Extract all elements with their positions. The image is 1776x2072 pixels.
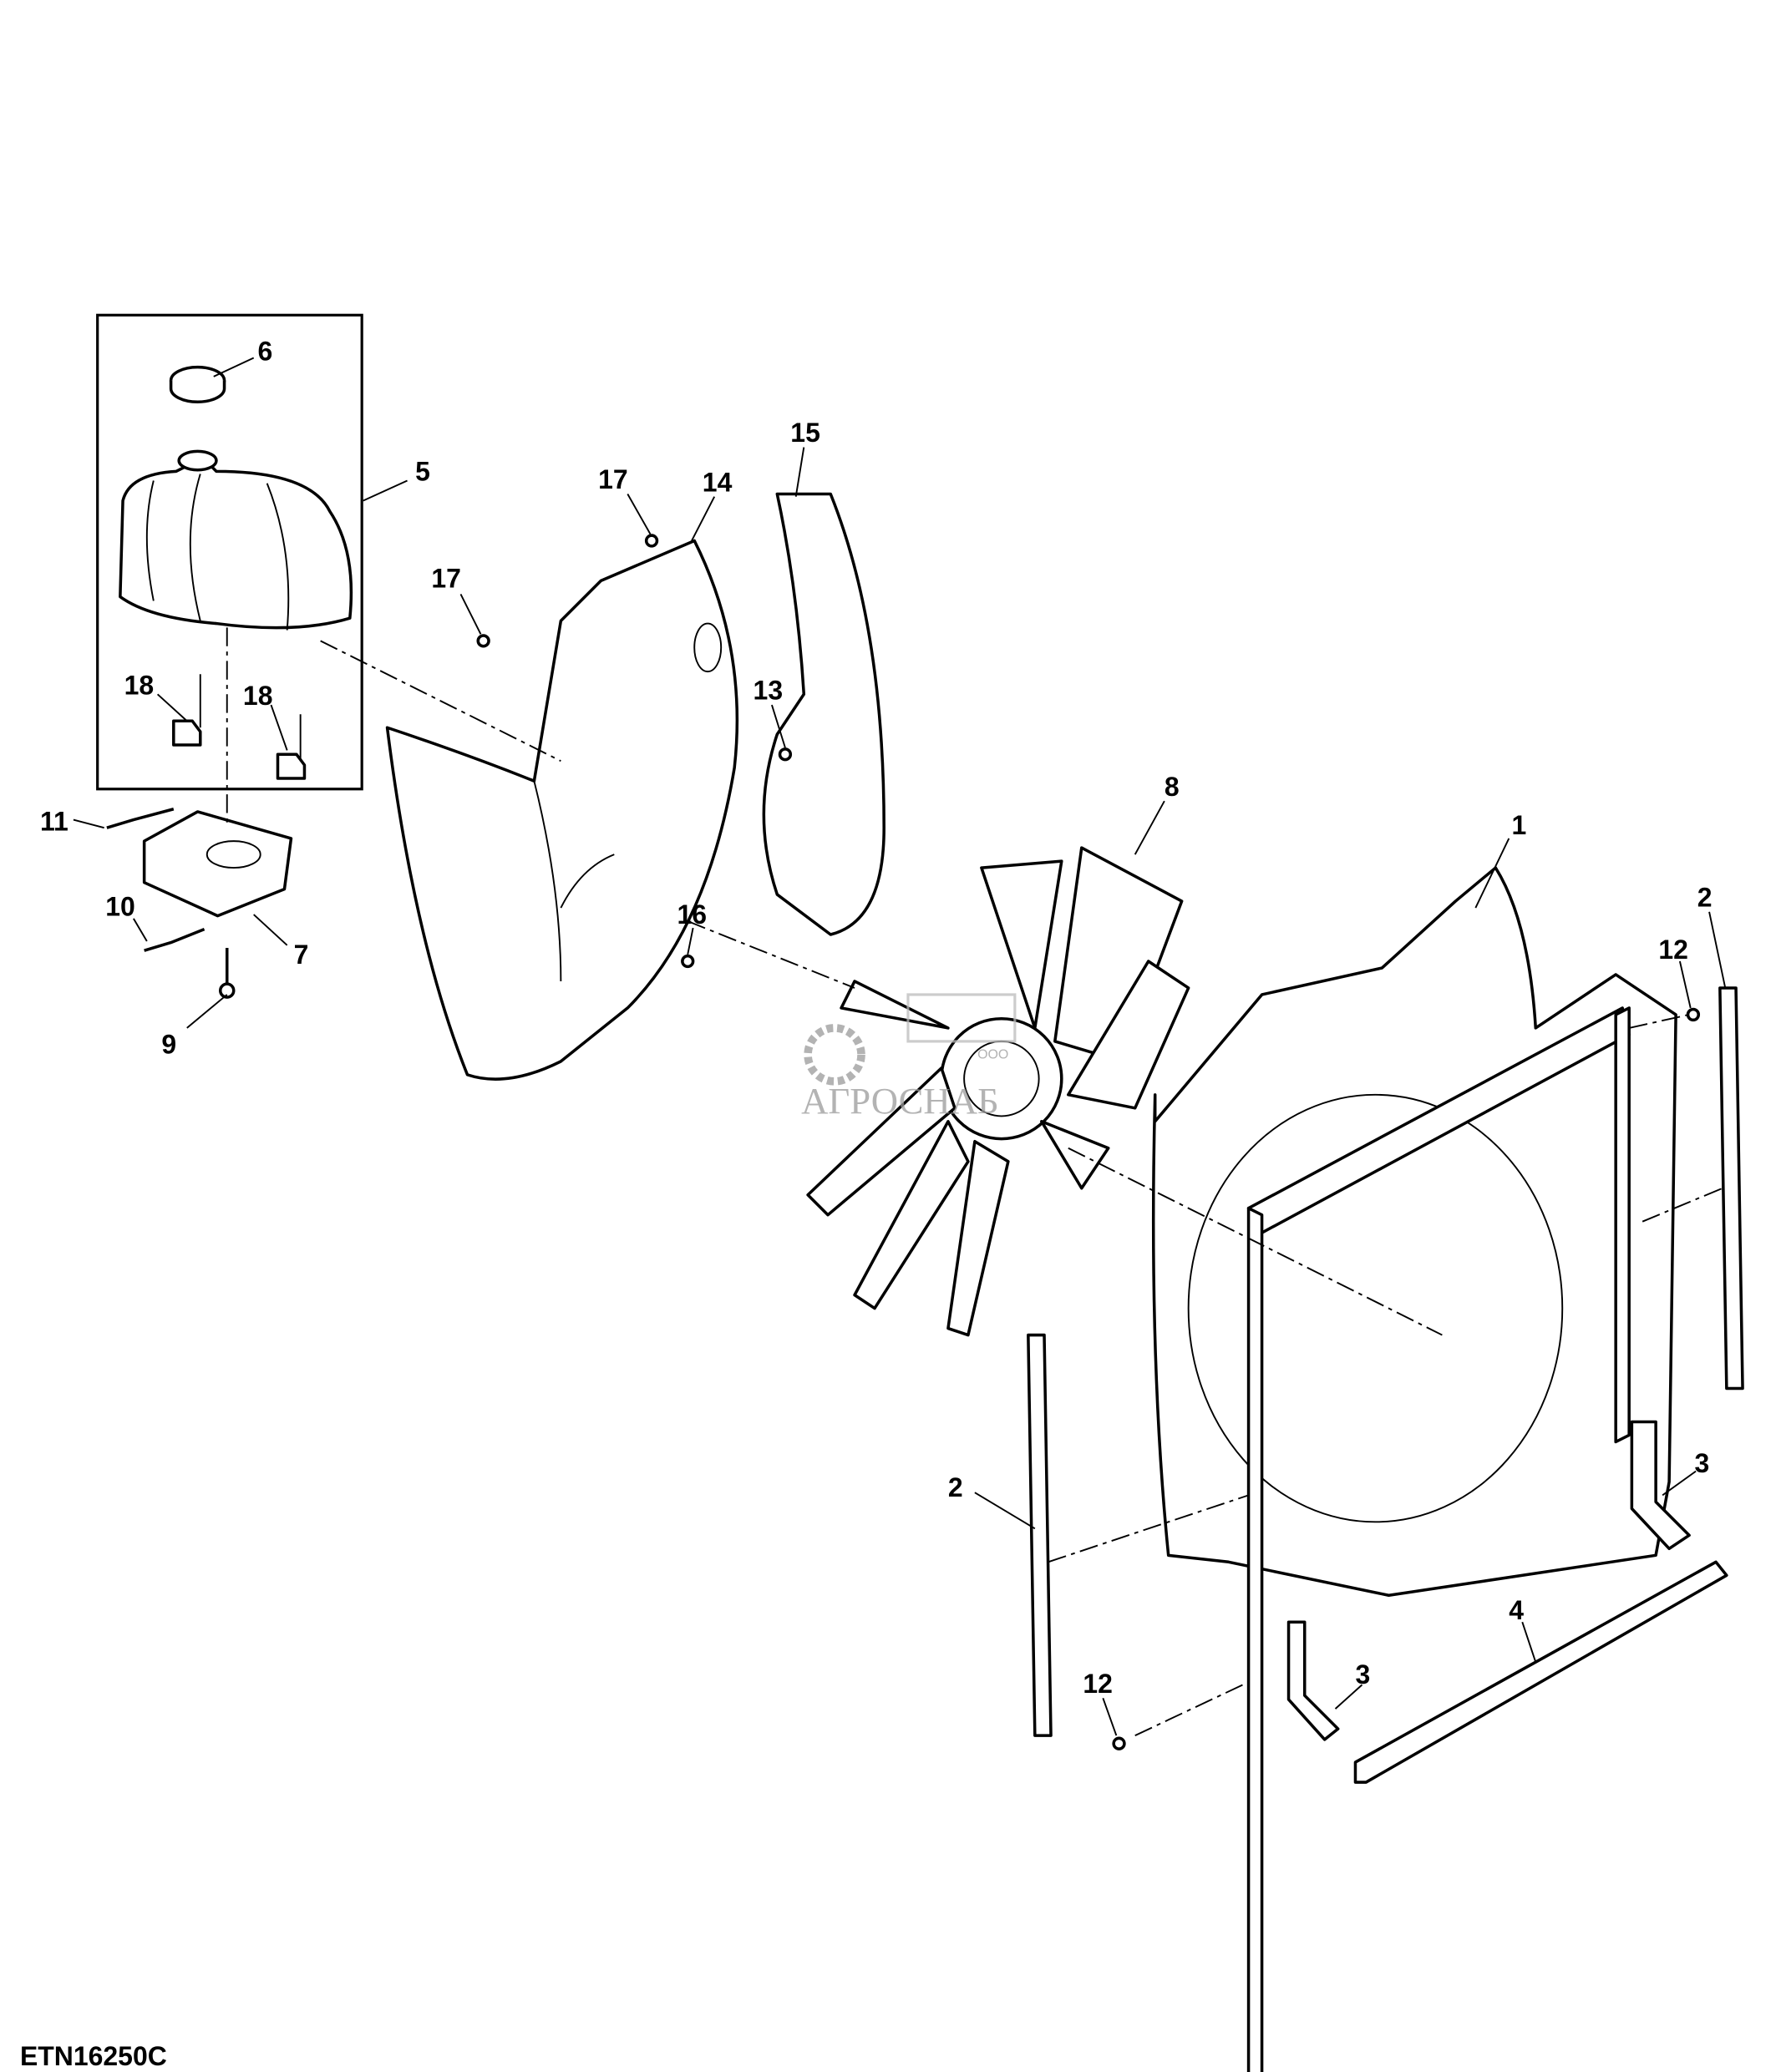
inset-frame — [96, 313, 363, 791]
callout-18: 18 — [243, 681, 273, 711]
radiator-cap — [169, 365, 226, 403]
screw — [476, 634, 490, 648]
callout-1: 1 — [1511, 810, 1526, 840]
screw — [1112, 1736, 1126, 1750]
callout-8: 8 — [1165, 772, 1180, 802]
corner-seal-left — [1286, 1620, 1340, 1741]
leader-lines — [73, 357, 1727, 1736]
side-seal-right — [1718, 986, 1744, 1391]
tank-bracket — [142, 810, 293, 918]
upper-fan-shroud — [385, 539, 739, 1081]
watermark-prefix: ООО — [977, 1048, 1008, 1062]
corner-seal-right — [1630, 1420, 1691, 1551]
callout-17: 17 — [431, 563, 461, 593]
callout-12: 12 — [1083, 1669, 1113, 1699]
callout-6: 6 — [258, 337, 273, 367]
figure-id: ETN16250C — [20, 2041, 167, 2071]
callout-2: 2 — [948, 1472, 963, 1502]
hose-fittings — [172, 674, 307, 780]
callout-7: 7 — [294, 940, 309, 970]
assembly-centerlines — [226, 627, 1723, 1736]
callout-5: 5 — [415, 457, 430, 487]
callout-17: 17 — [598, 464, 628, 494]
side-seal-left — [1027, 1333, 1053, 1737]
callout-2: 2 — [1697, 882, 1713, 912]
callout-12: 12 — [1658, 935, 1688, 965]
callouts: 6 5 17 14 15 17 13 18 18 11 10 7 9 8 1 1… — [40, 337, 1713, 1699]
screw — [644, 534, 659, 548]
bottom-seal — [1353, 1560, 1728, 1784]
side-shroud-panel — [762, 492, 885, 936]
callout-9: 9 — [161, 1029, 176, 1059]
watermark-brand: АГРОСНАБ — [801, 1080, 999, 1122]
coolant-reservoir — [119, 449, 353, 631]
callout-3: 3 — [1355, 1659, 1370, 1690]
screw — [1686, 1007, 1701, 1022]
watermark-logo: ООО АГРОСНАБ — [801, 993, 1017, 1122]
bolts — [106, 808, 236, 999]
callout-13: 13 — [754, 676, 784, 706]
callout-3: 3 — [1694, 1448, 1709, 1478]
screw — [778, 747, 793, 762]
cooling-fan — [806, 846, 1190, 1337]
callout-11: 11 — [40, 806, 69, 836]
callout-4: 4 — [1509, 1595, 1524, 1625]
callout-10: 10 — [105, 892, 135, 922]
callout-16: 16 — [677, 899, 707, 930]
callout-18: 18 — [124, 670, 155, 700]
screw — [681, 954, 695, 969]
callout-15: 15 — [790, 418, 820, 448]
callout-14: 14 — [703, 467, 733, 497]
radiator-fan-shroud — [1151, 866, 1677, 2072]
